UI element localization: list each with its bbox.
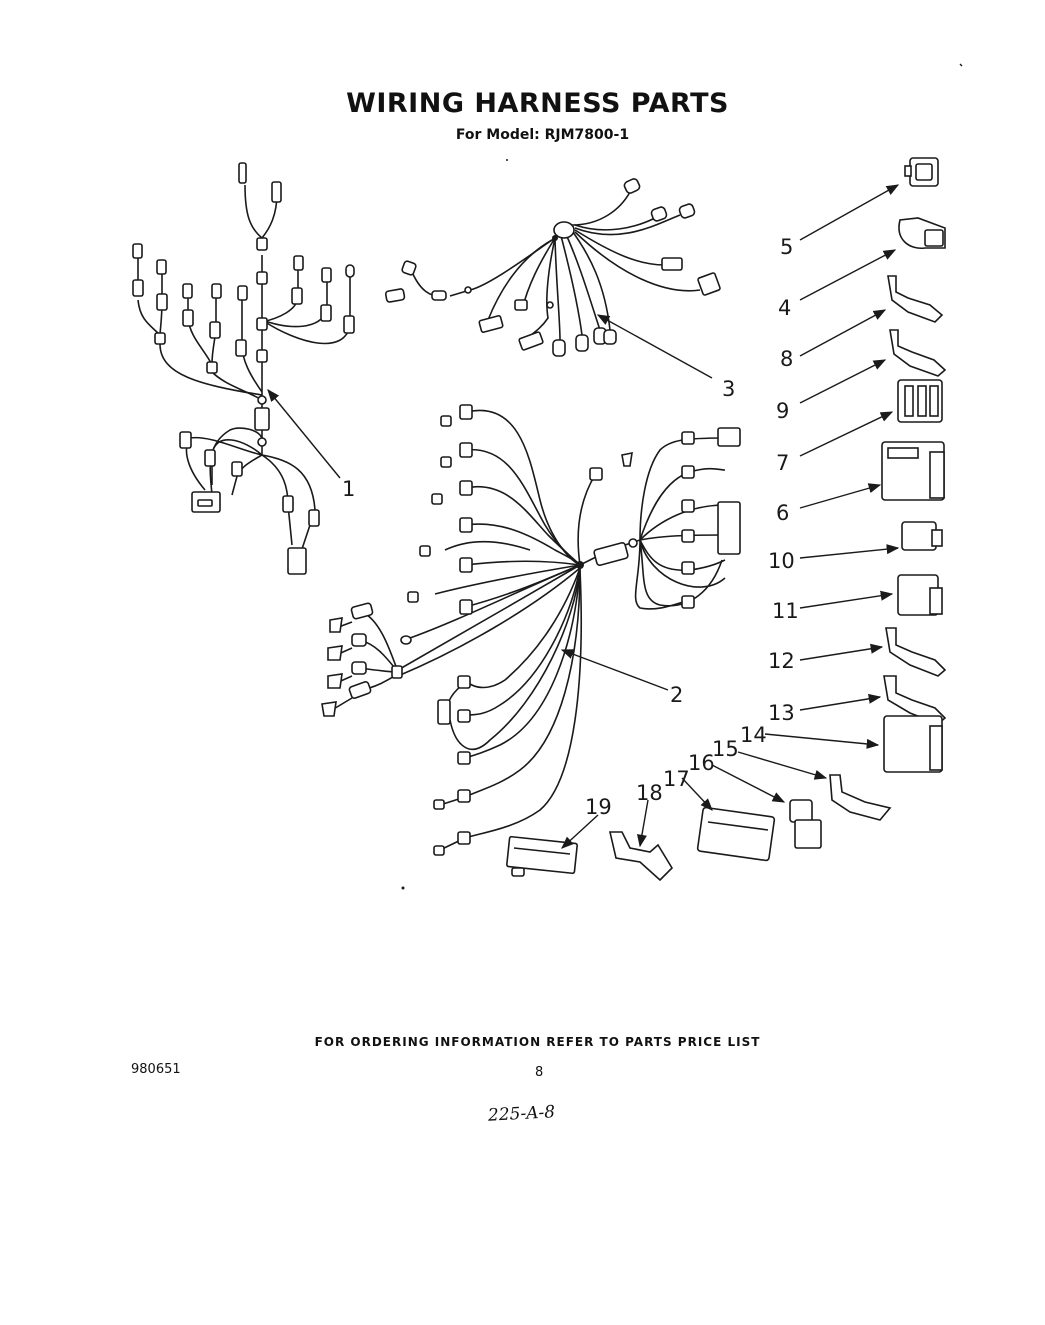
callout-3: 3 bbox=[722, 377, 735, 401]
callout-14: 14 bbox=[740, 723, 767, 747]
model-subtitle: For Model: RJM7800-1 bbox=[455, 127, 630, 143]
callout-2: 2 bbox=[670, 683, 683, 707]
callout-18: 18 bbox=[636, 781, 663, 805]
part-4-connector bbox=[898, 217, 946, 249]
part-16-connector bbox=[789, 799, 822, 849]
ordering-note: FOR ORDERING INFORMATION REFER TO PARTS … bbox=[314, 1035, 761, 1049]
callout-11: 11 bbox=[772, 599, 799, 623]
part-8-terminal bbox=[887, 275, 944, 323]
page-number: 8 bbox=[535, 1065, 544, 1080]
callout-4: 4 bbox=[778, 296, 791, 320]
handwritten-note: 225-A-8 bbox=[487, 1102, 556, 1126]
callout-numbers: 1 2 3 4 5 6 7 8 9 10 11 12 13 14 15 16 1… bbox=[342, 235, 799, 819]
part-7-connector-block bbox=[897, 379, 943, 423]
part-19-terminal-block bbox=[506, 835, 578, 877]
callout-1: 1 bbox=[342, 477, 355, 501]
callout-19: 19 bbox=[585, 795, 612, 819]
leader-lines bbox=[267, 184, 900, 849]
callout-12: 12 bbox=[768, 649, 795, 673]
part-14-connector-housing bbox=[883, 715, 943, 773]
part-9-terminal bbox=[889, 329, 947, 377]
callout-9: 9 bbox=[776, 399, 789, 423]
part-13-terminal bbox=[883, 675, 947, 725]
part-5-connector bbox=[904, 157, 939, 187]
callout-8: 8 bbox=[780, 347, 793, 371]
callout-5: 5 bbox=[780, 235, 793, 259]
harness-3 bbox=[384, 178, 721, 357]
part-17-connector-strip bbox=[696, 806, 776, 862]
callout-7: 7 bbox=[776, 451, 789, 475]
page-title: WIRING HARNESS PARTS bbox=[346, 88, 729, 119]
part-18-bracket bbox=[608, 831, 674, 882]
callout-6: 6 bbox=[776, 501, 789, 525]
callout-17: 17 bbox=[663, 767, 690, 791]
harness-1 bbox=[132, 162, 355, 575]
callout-15: 15 bbox=[712, 737, 739, 761]
part-6-connector-block bbox=[881, 441, 945, 501]
callout-10: 10 bbox=[768, 549, 795, 573]
part-11-connector bbox=[897, 574, 943, 616]
document-number: 980651 bbox=[131, 1062, 181, 1077]
callout-16: 16 bbox=[688, 751, 715, 775]
callout-13: 13 bbox=[768, 701, 795, 725]
part-15-terminal bbox=[829, 774, 892, 821]
harness-2 bbox=[321, 404, 741, 856]
part-10-connector bbox=[901, 521, 943, 551]
part-12-terminal bbox=[885, 627, 947, 677]
